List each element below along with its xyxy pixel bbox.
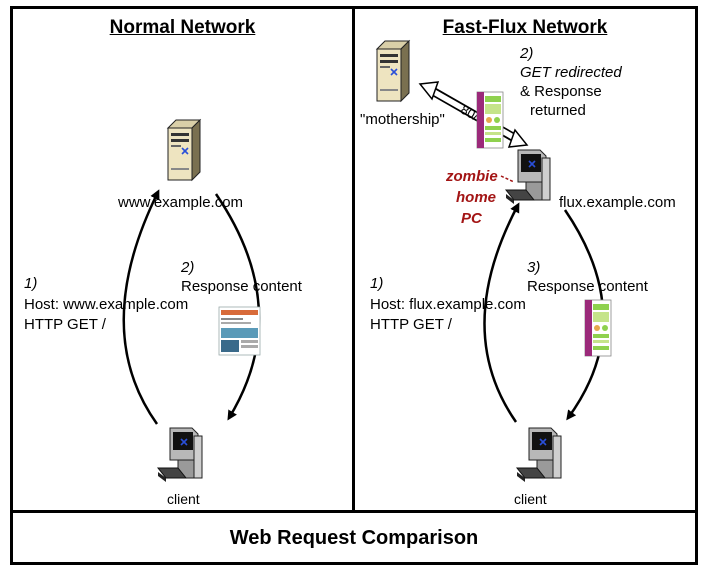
step2-line1: GET redirected bbox=[520, 64, 622, 81]
client-pc-icon-right bbox=[516, 427, 562, 483]
step2-line2: & Response bbox=[520, 83, 602, 100]
redirect-page-icon bbox=[476, 91, 504, 149]
request-arrow bbox=[122, 189, 160, 425]
step1-method-right: HTTP GET / bbox=[370, 316, 452, 333]
client-label-right: client bbox=[514, 491, 547, 507]
step3-text: Response content bbox=[527, 278, 648, 295]
mothership-server-icon bbox=[376, 40, 410, 102]
zombie-pointer bbox=[500, 175, 515, 183]
step2-number-right: 2) bbox=[520, 45, 534, 62]
step2-number: 2) bbox=[181, 259, 195, 276]
fast-flux-network-title: Fast-Flux Network bbox=[442, 17, 608, 38]
step1-number-right: 1) bbox=[370, 275, 384, 292]
webpage-thumbnail-icon bbox=[218, 306, 261, 356]
fast-flux-network-panel: Fast-Flux Network bbox=[352, 6, 698, 513]
diagram-caption: Web Request Comparison bbox=[229, 527, 479, 549]
response-page-icon bbox=[584, 299, 612, 357]
zombie-label-line3: PC bbox=[461, 210, 482, 227]
step2-line3: returned bbox=[530, 102, 586, 119]
step3-number: 3) bbox=[527, 259, 541, 276]
caption-bar: Web Request Comparison bbox=[10, 510, 698, 565]
zombie-label-line2: home bbox=[456, 189, 497, 206]
step2-text: Response content bbox=[181, 278, 302, 295]
response-arrow bbox=[214, 193, 261, 421]
request-arrow-right bbox=[483, 202, 520, 423]
server-label: www.example.com bbox=[118, 194, 244, 211]
server-icon bbox=[167, 119, 201, 181]
flux-label: flux.example.com bbox=[559, 194, 676, 211]
step1-host-right: Host: flux.example.com bbox=[370, 296, 526, 313]
mothership-label: "mothership" bbox=[360, 111, 445, 128]
client-pc-icon bbox=[157, 427, 203, 483]
client-label: client bbox=[167, 491, 200, 507]
zombie-label-line1: zombie bbox=[446, 168, 498, 185]
step1-number: 1) bbox=[24, 275, 38, 292]
step1-host: Host: www.example.com bbox=[24, 296, 189, 313]
step1-method: HTTP GET / bbox=[24, 316, 106, 333]
normal-network-title: Normal Network bbox=[109, 17, 256, 38]
zombie-pc-icon bbox=[505, 149, 551, 205]
